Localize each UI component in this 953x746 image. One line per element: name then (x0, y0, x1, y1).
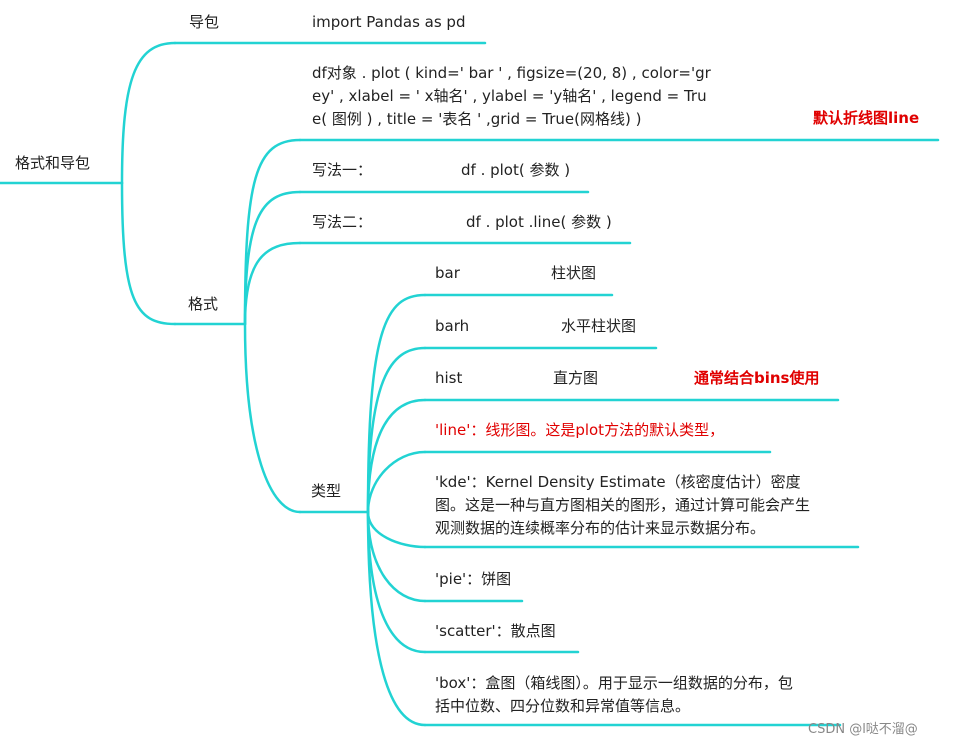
syntax-line-1: df对象 . plot ( kind=' bar ' , figsize=(20… (312, 64, 711, 82)
type-bar-desc: 柱状图 (551, 264, 597, 282)
format-node-label: 格式 (188, 295, 219, 313)
edge-type-bar (366, 293, 427, 514)
import-node-label: 导包 (189, 13, 220, 31)
edge-type-pie (366, 510, 427, 603)
edge-root-format (120, 181, 177, 326)
edge-root-import (120, 41, 177, 185)
type-box-line-1: 'box'：盒图（箱线图）。用于显示一组数据的分布，包 (435, 674, 793, 692)
edge-type-line (366, 450, 427, 514)
type-kde-line-2: 图。这是一种与直方图相关的图形，通过计算可能会产生 (435, 496, 811, 514)
type-box-line-2: 括中位数、四分位数和异常值等信息。 (435, 697, 691, 715)
edge-type-hist (366, 398, 427, 514)
edge-type-box (366, 510, 427, 727)
method2-label: 写法二： (312, 213, 373, 231)
watermark: CSDN @l哒不溜@ (808, 722, 918, 737)
type-scatter-text: 'scatter'：散点图 (435, 622, 556, 640)
edge-type-kde (366, 510, 427, 549)
type-bar-key: bar (435, 264, 460, 282)
root-node-label: 格式和导包 (15, 154, 91, 172)
method2-code: df . plot .line( 参数 ) (466, 213, 612, 231)
type-kde-line-1: 'kde'：Kernel Density Estimate（核密度估计）密度 (435, 473, 801, 491)
import-code: import Pandas as pd (312, 13, 466, 31)
type-hist-desc: 直方图 (553, 369, 599, 387)
type-barh-desc: 水平柱状图 (561, 317, 637, 335)
edge-type-barh (366, 346, 427, 514)
edge-format-types (243, 322, 302, 514)
method1-code: df . plot( 参数 ) (461, 161, 571, 179)
default-line-note: 默认折线图line (813, 109, 920, 127)
type-pie-text: 'pie'：饼图 (435, 570, 512, 588)
edge-format-method2 (243, 241, 302, 326)
type-hist-key: hist (435, 369, 463, 387)
syntax-line-2: ey' , xlabel = ' x轴名' , ylabel = 'y轴名' ,… (312, 87, 707, 105)
edge-type-scatter (366, 510, 427, 654)
type-barh-key: barh (435, 317, 470, 335)
edge-format-method1 (243, 190, 302, 326)
type-kde-line-3: 观测数据的连续概率分布的估计来显示数据分布。 (435, 519, 766, 537)
method1-label: 写法一： (312, 161, 373, 179)
type-line-text: 'line'：线形图。这是plot方法的默认类型， (435, 421, 725, 439)
types-node-label: 类型 (311, 482, 342, 500)
syntax-line-3: e( 图例 ) , title = '表名 ' ,grid = True(网格线… (312, 110, 642, 128)
hist-bins-note: 通常结合bins使用 (694, 369, 820, 387)
